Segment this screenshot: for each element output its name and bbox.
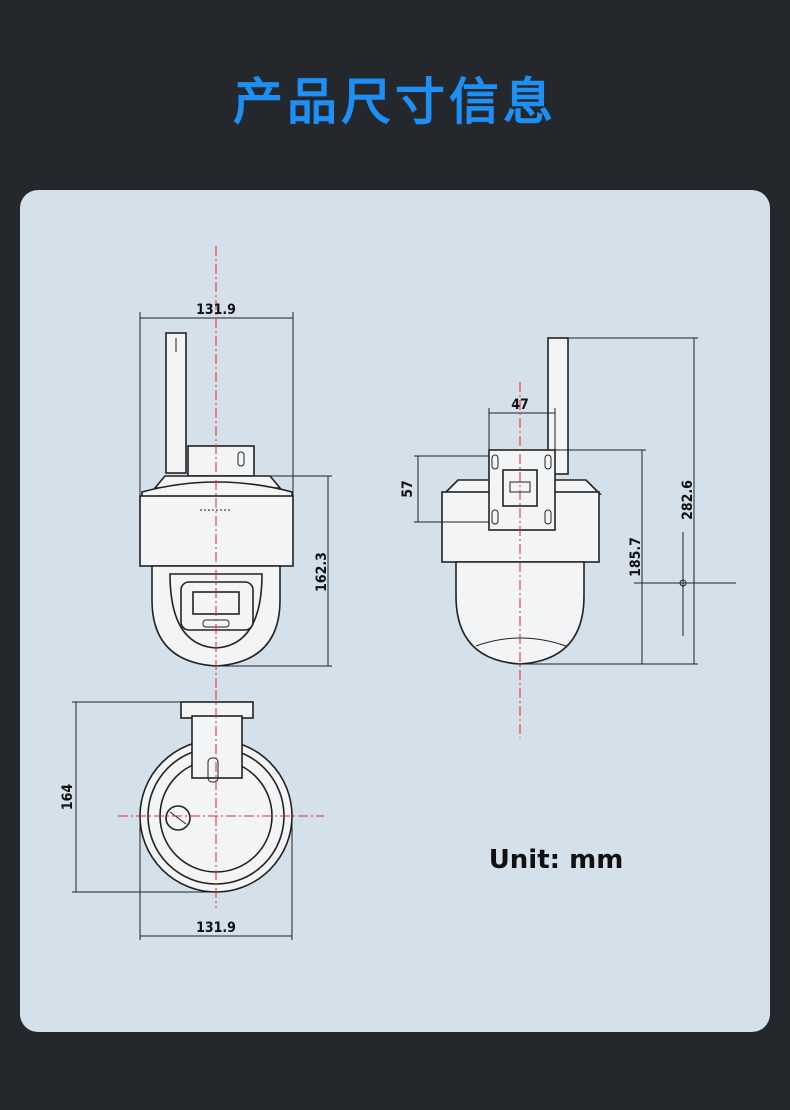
bottom-view: 164 131.9 — [60, 690, 324, 940]
front-antenna — [165, 332, 187, 474]
side-bracket — [488, 449, 556, 531]
side-body-height-label: 185.7 — [628, 537, 644, 577]
front-top-cap — [141, 481, 293, 499]
front-view: 131.9 162.3 — [139, 246, 332, 690]
side-total-height-label: 282.6 — [680, 480, 696, 520]
front-width-label: 131.9 — [196, 302, 236, 318]
side-bracket-width-label: 47 — [511, 397, 529, 413]
side-view: 47 57 185.7 282.6 — [400, 337, 736, 738]
bottom-neck — [191, 715, 243, 779]
page-title: 产品尺寸信息 — [233, 73, 557, 131]
side-antenna — [547, 337, 569, 475]
side-bracket-height-label: 57 — [400, 480, 416, 498]
unit-note: Unit: mm — [489, 845, 624, 875]
bottom-depth-label: 164 — [60, 784, 76, 811]
front-height-label: 162.3 — [314, 552, 330, 592]
bottom-width-label: 131.9 — [196, 920, 236, 936]
